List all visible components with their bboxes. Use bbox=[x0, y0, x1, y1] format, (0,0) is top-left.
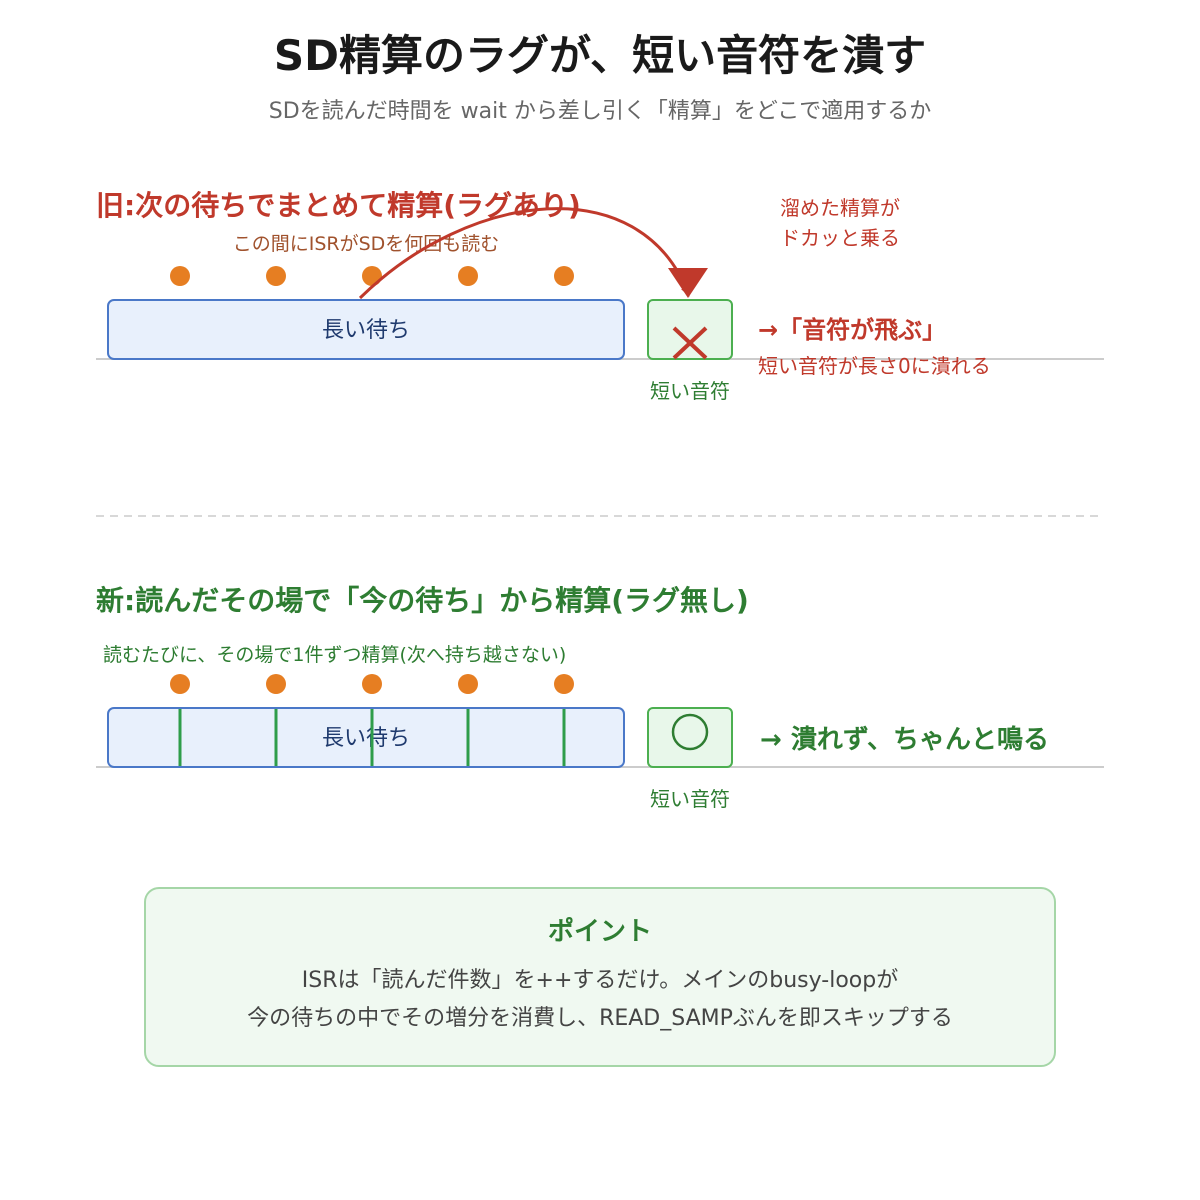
old-result-sub: 短い音符が長さ0に潰れる bbox=[758, 354, 991, 378]
new-short-note-label: 短い音符 bbox=[650, 787, 730, 811]
old-isr-note: この間にISRがSDを何回も読む bbox=[233, 233, 500, 255]
isr-read-dot bbox=[170, 266, 190, 286]
isr-read-dot bbox=[554, 266, 574, 286]
old-result: →「音符が飛ぶ」 bbox=[758, 316, 946, 344]
isr-read-dot bbox=[458, 674, 478, 694]
new-heading: 新:読んだその場で「今の待ち」から精算(ラグ無し) bbox=[96, 584, 749, 617]
old-isr-dots bbox=[170, 266, 574, 286]
lag-arrow bbox=[358, 207, 691, 300]
point-heading: ポイント bbox=[548, 916, 652, 947]
point-line1: ISRは「読んだ件数」を++するだけ。メインのbusy-loopが bbox=[302, 968, 898, 993]
page-subtitle: SDを読んだ時間を wait から差し引く「精算」をどこで適用するか bbox=[269, 99, 931, 124]
page-title: SD精算のラグが、短い音符を潰す bbox=[274, 31, 926, 80]
new-long-wait-label: 長い待ち bbox=[322, 726, 410, 751]
old-long-wait-bar bbox=[107, 299, 625, 360]
lag-arrow-head bbox=[668, 268, 708, 298]
isr-read-dot bbox=[362, 266, 382, 286]
old-callout-line2: ドカッと乗る bbox=[780, 226, 900, 250]
new-long-wait-bar bbox=[107, 707, 625, 768]
new-short-note-box bbox=[647, 707, 733, 768]
old-long-wait-label: 長い待ち bbox=[322, 318, 410, 343]
settle-ticks bbox=[178, 709, 566, 766]
isr-read-dot bbox=[458, 266, 478, 286]
point-box bbox=[144, 887, 1056, 1067]
isr-read-dot bbox=[266, 674, 286, 694]
cross-icon bbox=[672, 326, 708, 360]
new-isr-note: 読むたびに、その場で1件ずつ精算(次へ持ち越さない) bbox=[103, 644, 566, 666]
old-short-note-label: 短い音符 bbox=[650, 379, 730, 403]
isr-read-dot bbox=[266, 266, 286, 286]
point-line2: 今の待ちの中でその増分を消費し、READ_SAMPぶんを即スキップする bbox=[247, 1006, 953, 1031]
isr-read-dot bbox=[362, 674, 382, 694]
old-heading: 旧:次の待ちでまとめて精算(ラグあり) bbox=[96, 189, 581, 222]
new-result: → 潰れず、ちゃんと鳴る bbox=[760, 725, 1049, 755]
new-isr-dots bbox=[170, 674, 574, 694]
isr-read-dot bbox=[170, 674, 190, 694]
circle-ok-icon bbox=[671, 713, 709, 751]
old-callout-line1: 溜めた精算が bbox=[780, 196, 900, 220]
isr-read-dot bbox=[554, 674, 574, 694]
old-short-note-box bbox=[647, 299, 733, 360]
